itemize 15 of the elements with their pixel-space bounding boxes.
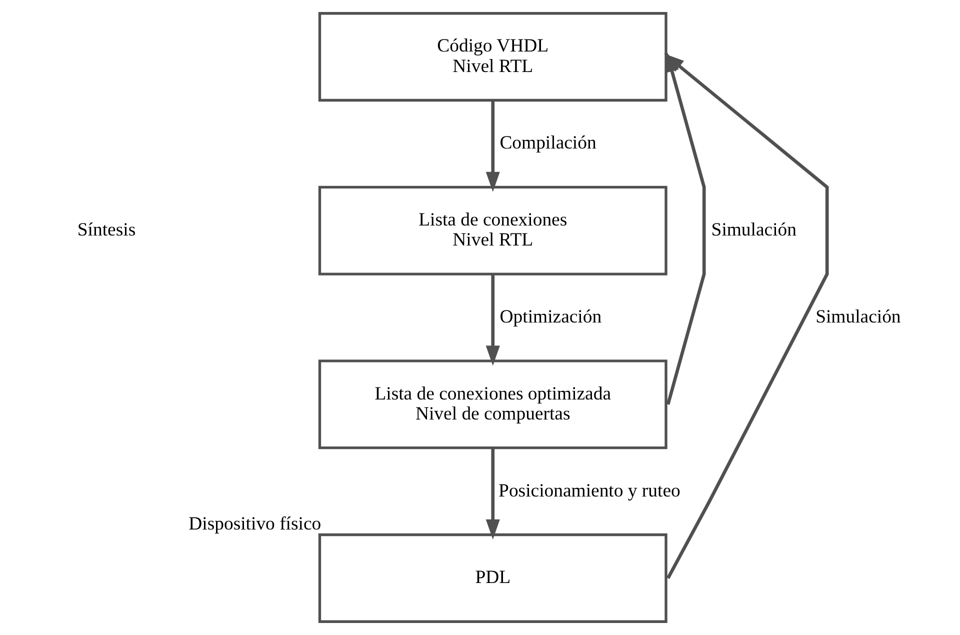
arrow [485,274,500,366]
node-box: Lista de conexiones Nivel RTL [318,186,667,276]
node-box: Lista de conexiones optimizada Nivel de compuertas [318,360,667,450]
arrow [485,448,500,540]
node-box: PDL [318,533,667,623]
edge-label: Simulación [815,306,900,328]
arrow [485,100,500,192]
node-label: Dispositivo físico [188,514,321,535]
edge-label: Posicionamiento y ruteo [498,480,680,502]
node-box: Código VHDL Nivel RTL [318,12,667,102]
edge-label: Optimización [499,306,602,328]
label: Síntesis [76,220,136,241]
edge-label: Compilación [499,132,596,154]
edge-label: Simulación [710,220,796,241]
arrow [664,54,828,579]
